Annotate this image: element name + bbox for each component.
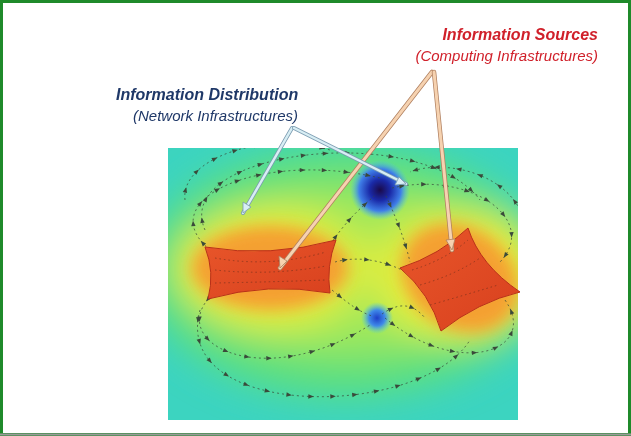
field-arrow: [388, 154, 394, 159]
field-arrow: [336, 293, 343, 300]
field-arrow: [330, 341, 337, 347]
field-arrow: [403, 243, 409, 250]
field-arrow: [319, 148, 325, 151]
field-arrow: [492, 345, 499, 351]
field-arrow: [500, 211, 507, 218]
field-arrow: [237, 169, 244, 175]
field-arrow: [322, 168, 328, 173]
field-arrow: [408, 333, 415, 340]
field-arrow: [365, 173, 371, 178]
field-arrow: [428, 342, 435, 348]
field-arrow: [346, 216, 353, 223]
source-square: [400, 228, 520, 331]
field-arrow: [234, 178, 241, 184]
field-arrow: [279, 156, 285, 161]
field-arrow: [211, 156, 218, 162]
field-arrow: [476, 172, 483, 178]
field-arrow: [412, 167, 419, 173]
field-arrow: [387, 306, 394, 312]
field-arrow: [362, 201, 369, 208]
field-arrow: [409, 305, 416, 311]
source-field-lines: [215, 240, 498, 305]
field-arrow: [354, 306, 361, 313]
field-arrow: [223, 348, 230, 354]
field-arrow: [435, 366, 442, 373]
field-arrow: [410, 158, 416, 164]
field-arrow: [199, 217, 204, 223]
field-arrow: [183, 187, 189, 193]
field-arrow: [199, 239, 206, 246]
field-arrow: [396, 222, 402, 229]
field-arrow: [502, 252, 509, 259]
field-arrow: [374, 388, 380, 393]
field-arrow: [472, 350, 478, 355]
field-arrow: [450, 349, 456, 354]
field-arrow: [342, 257, 348, 262]
field-arrow: [390, 321, 397, 328]
field-arrow: [309, 349, 316, 355]
field-arrow: [468, 187, 475, 194]
field-arrow: [332, 233, 339, 240]
field-arrow: [508, 329, 514, 336]
field-arrow: [278, 169, 284, 174]
field-arrow: [232, 148, 239, 153]
field-arrow: [204, 335, 211, 342]
field-arrow: [509, 232, 514, 238]
field-arrow: [415, 376, 422, 382]
field-arrow: [254, 148, 260, 149]
field-arrow: [352, 392, 358, 397]
leader-line: [279, 72, 455, 268]
field-arrow: [364, 257, 370, 262]
field-arrow: [300, 168, 306, 173]
field-arrow: [395, 383, 402, 389]
field-arrow: [343, 170, 349, 175]
field-arrow: [456, 167, 462, 172]
field-arrow: [330, 394, 336, 399]
field-arrow: [217, 180, 224, 187]
field-arrow: [286, 392, 292, 397]
slide-frame: [0, 434, 631, 436]
field-arrow: [264, 388, 270, 394]
field-arrow: [323, 151, 329, 156]
field-arrow: [243, 382, 250, 388]
field-arrow: [288, 354, 294, 359]
callout-heading: Information Distribution: [116, 86, 298, 104]
field-arrow: [434, 165, 440, 169]
field-arrow: [195, 317, 200, 323]
field-arrow: [256, 172, 262, 177]
field-arrow: [223, 372, 230, 379]
field-arrow: [193, 168, 200, 175]
field-arrow: [214, 186, 221, 193]
callout-subheading: (Computing Infrastructures): [415, 47, 598, 64]
field-arrow: [244, 354, 250, 359]
field-arrow: [308, 394, 314, 399]
field-arrow: [301, 153, 307, 158]
field-arrow: [197, 200, 204, 207]
source-square: [205, 240, 336, 299]
callout-heading: Information Sources: [442, 26, 598, 44]
field-arrow: [387, 202, 393, 209]
field-arrow: [450, 174, 457, 181]
field-arrow: [350, 332, 357, 338]
field-arrow: [206, 357, 213, 364]
field-arrow: [385, 262, 392, 268]
field-arrow: [508, 308, 514, 315]
field-arrow: [257, 161, 264, 167]
field-arrow: [197, 339, 203, 346]
field-arrow: [266, 356, 272, 361]
callout-subheading: (Network Infrastructures): [133, 107, 298, 124]
field-arrow: [203, 196, 210, 203]
field-arrow: [421, 182, 427, 186]
field-arrow: [496, 182, 503, 189]
field-arrow: [191, 221, 196, 227]
leader-line: [243, 128, 406, 213]
field-arrow: [511, 198, 518, 205]
field-arrow: [484, 197, 491, 204]
field-arrow: [453, 353, 460, 360]
